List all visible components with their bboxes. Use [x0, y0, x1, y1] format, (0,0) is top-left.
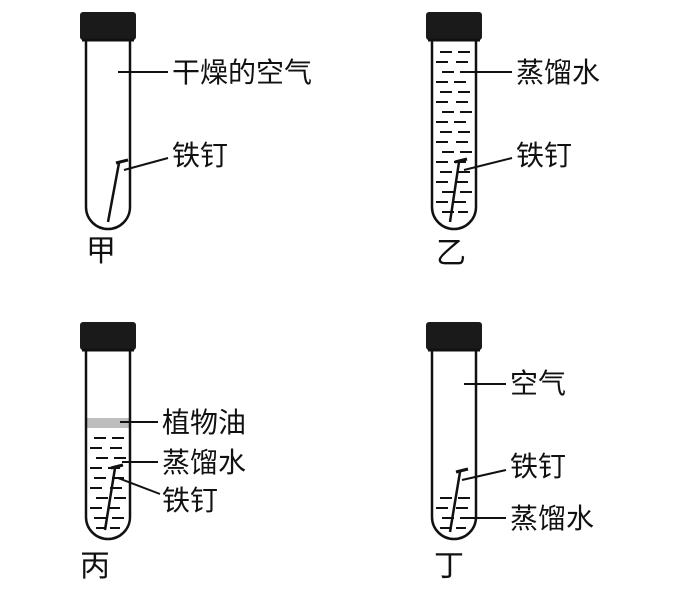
nail-ding — [448, 467, 469, 533]
label-dry-air: 干燥的空气 — [172, 56, 312, 89]
caption-yi: 乙 — [436, 236, 466, 271]
leader-line-nail-jia — [123, 157, 169, 171]
nail-jia — [106, 158, 129, 223]
leader-line-nail-ding — [461, 469, 507, 481]
label-nail-ding: 铁钉 — [510, 450, 566, 483]
tube-body-yi — [430, 40, 478, 231]
label-distilled-water-bing: 蒸馏水 — [162, 446, 246, 479]
stopper-jia — [80, 12, 136, 40]
tube-body-jia — [84, 40, 132, 231]
stopper-yi — [426, 12, 482, 40]
label-nail-yi: 铁钉 — [516, 139, 572, 172]
label-vegetable-oil: 植物油 — [162, 406, 246, 439]
stopper-ding — [426, 322, 482, 350]
nail-bing — [103, 463, 124, 531]
nail-yi — [448, 157, 468, 223]
caption-ding: 丁 — [434, 549, 464, 584]
tube-body-bing — [84, 350, 132, 541]
oil-layer-bing — [87, 418, 129, 428]
label-distilled-water-ding: 蒸馏水 — [510, 502, 594, 535]
tube-yi: 蒸馏水 铁钉 乙 — [426, 12, 600, 271]
leader-line-nail-yi — [463, 157, 513, 171]
tube-body-ding — [430, 350, 478, 541]
label-nail-jia: 铁钉 — [172, 139, 228, 172]
tube-jia: 干燥的空气 铁钉 甲 — [80, 12, 312, 269]
tube-ding: 空气 铁钉 蒸馏水 丁 — [426, 322, 594, 584]
label-air-ding: 空气 — [510, 367, 566, 400]
tube-bing: 植物油 蒸馏水 铁钉 丙 — [80, 322, 246, 584]
caption-bing: 丙 — [80, 549, 110, 584]
leader-line-nail-bing — [117, 477, 161, 495]
water-bing — [90, 437, 126, 529]
caption-jia: 甲 — [86, 234, 116, 269]
label-nail-bing: 铁钉 — [162, 484, 218, 517]
stopper-bing — [80, 322, 136, 350]
label-distilled-water-yi: 蒸馏水 — [516, 56, 600, 89]
